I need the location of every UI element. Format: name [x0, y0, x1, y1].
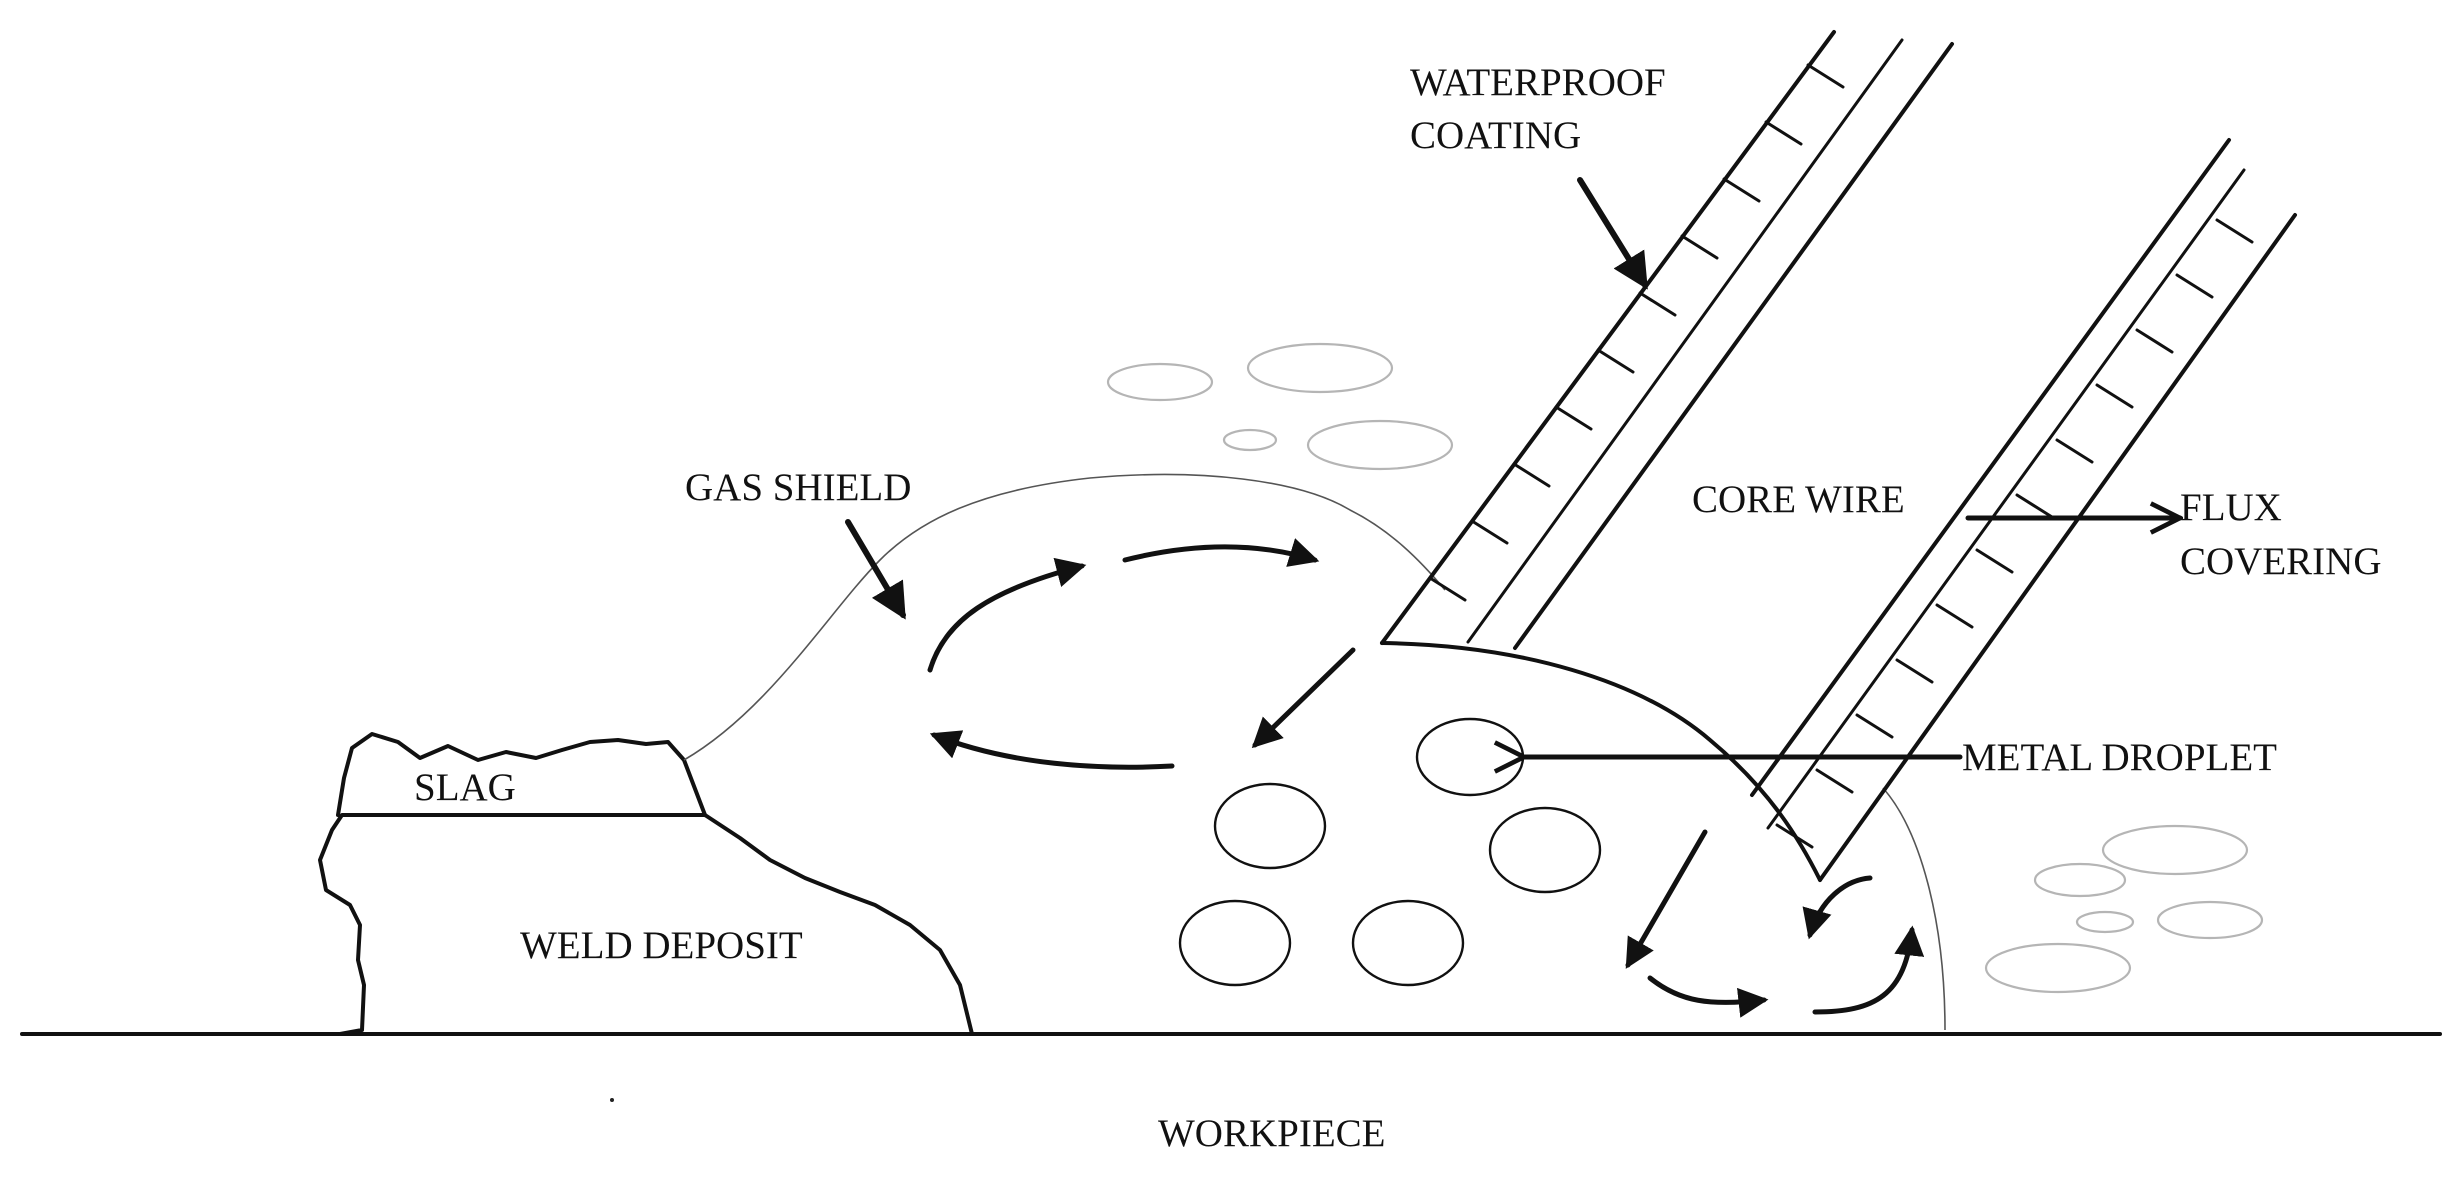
waterproof-coating-label-line2: COATING — [1410, 114, 1581, 157]
callout-arrows — [845, 177, 2180, 757]
gas-shield-label: GAS SHIELD — [685, 466, 911, 509]
flux-covering-label-line2: COVERING — [2180, 540, 2382, 583]
waterproof-coating-label-line1: WATERPROOF — [1410, 61, 1666, 104]
core-wire-label: CORE WIRE — [1692, 478, 1905, 521]
slag-label: SLAG — [414, 766, 516, 809]
gas-bubbles — [1106, 342, 2264, 994]
gas-shield-pointer — [845, 519, 906, 620]
gas-shield-envelope — [683, 473, 1446, 761]
weld-deposit-label: WELD DEPOSIT — [520, 924, 803, 967]
workpiece-label: WORKPIECE — [1158, 1112, 1386, 1155]
circulation-arrows — [927, 538, 1925, 1018]
weld-deposit-shape — [318, 813, 974, 1036]
slag-shape — [336, 732, 707, 817]
stray-dot — [610, 1098, 614, 1102]
weld-pool-outline — [1380, 641, 1822, 882]
waterproof-coating-pointer — [1577, 177, 1648, 290]
lower-electrode — [1750, 138, 2297, 882]
upper-electrode — [1380, 30, 1954, 650]
gas-shield-envelope-right — [1882, 787, 1946, 1031]
flux-covering-label-line1: FLUX — [2180, 486, 2282, 529]
metal-droplet-label: METAL DROPLET — [1962, 736, 2277, 779]
